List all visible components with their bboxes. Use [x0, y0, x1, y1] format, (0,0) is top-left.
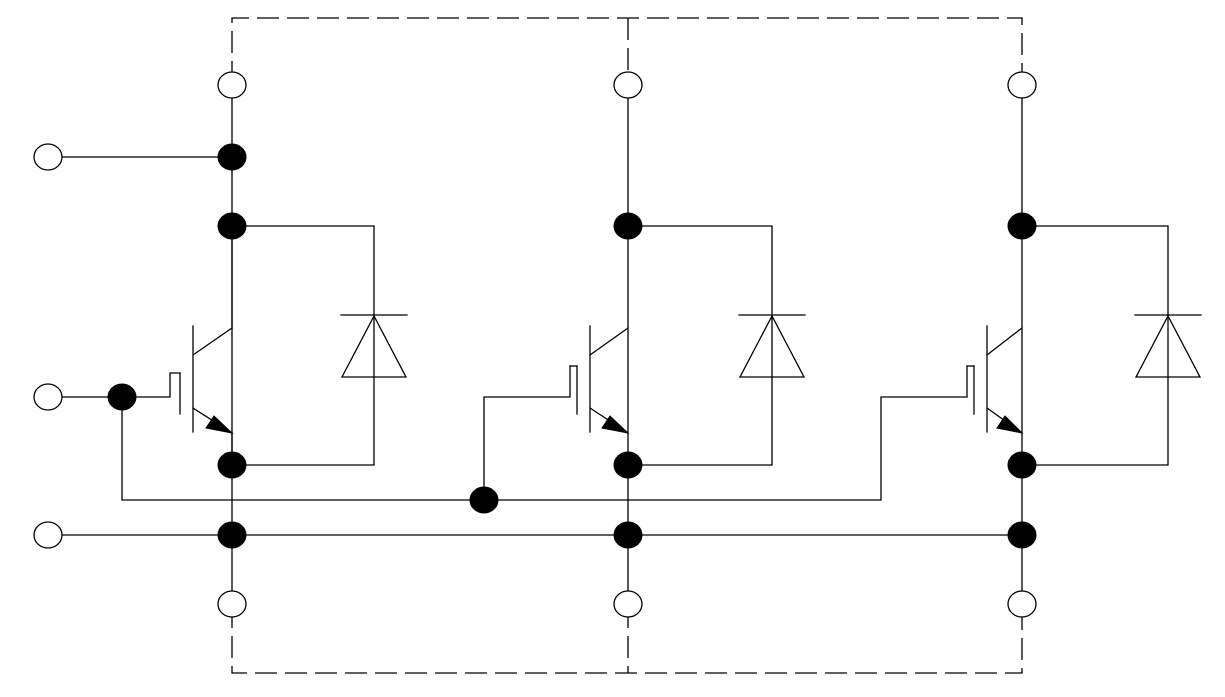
emitter-arrow: [205, 415, 234, 434]
junction-dot: [217, 212, 247, 240]
junction-dot: [1007, 212, 1037, 240]
terminal: [613, 590, 643, 618]
terminal: [1007, 590, 1037, 618]
junction-dot: [1007, 521, 1037, 549]
igbt-3: [966, 325, 1024, 434]
junctions: [107, 143, 1037, 549]
terminal: [1007, 71, 1037, 99]
leg-3: [966, 97, 1202, 593]
junction-dot: [217, 451, 247, 479]
junction-dot: [217, 521, 247, 549]
emitter-arrow: [996, 415, 1024, 434]
terminals: [33, 71, 1037, 618]
leg-1: [179, 97, 408, 593]
junction-dot: [469, 486, 499, 514]
emitter-arrow: [601, 415, 630, 434]
terminal: [613, 71, 643, 99]
junction-dot: [613, 451, 643, 479]
junction-dot: [1007, 451, 1037, 479]
module-outline: [231, 17, 1023, 674]
igbt-2: [569, 325, 630, 434]
junction-dot: [107, 383, 137, 411]
igbt-1: [179, 225, 234, 466]
terminal: [33, 521, 63, 549]
diode-1: [340, 314, 408, 378]
gate-bus: [121, 365, 968, 501]
leg-2: [569, 97, 806, 593]
terminal: [33, 383, 63, 411]
terminal: [217, 590, 247, 618]
terminal: [217, 71, 247, 99]
junction-dot: [217, 143, 247, 171]
terminal: [33, 143, 63, 171]
junction-dot: [613, 212, 643, 240]
diode-2: [738, 314, 806, 378]
diode-3: [1134, 314, 1202, 378]
junction-dot: [613, 521, 643, 549]
